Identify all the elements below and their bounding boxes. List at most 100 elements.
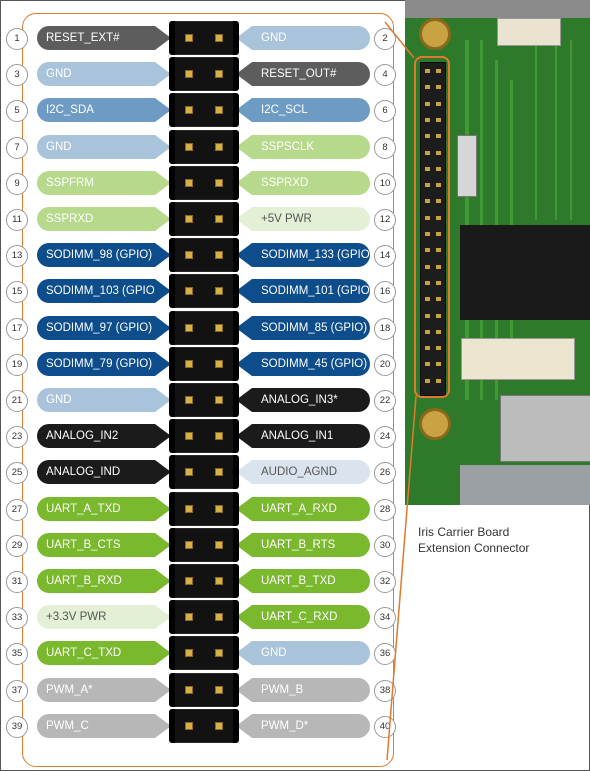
pin-label-left: SSPFRM bbox=[37, 170, 171, 195]
header-pin bbox=[215, 359, 223, 368]
board-socket bbox=[460, 225, 590, 320]
header-pin bbox=[215, 432, 223, 441]
pin-label-left: GND bbox=[37, 388, 171, 412]
pin-label-right: UART_A_RXD bbox=[236, 496, 370, 521]
pin-label-left: RESET_EXT# bbox=[37, 26, 171, 50]
pin-number-right: 36 bbox=[374, 643, 396, 666]
pin-label-left: I2C_SDA bbox=[37, 98, 171, 123]
pin-label-right: SODIMM_45 (GPIO) bbox=[236, 351, 370, 376]
header-pin bbox=[185, 34, 193, 42]
pin-label-left: PWM_C bbox=[37, 713, 171, 738]
photo-connector-pin bbox=[436, 232, 441, 236]
pin-label-right: UART_C_RXD bbox=[236, 605, 370, 630]
photo-connector-pin bbox=[436, 150, 441, 155]
photo-connector-pin bbox=[425, 199, 430, 204]
pin-number-right: 14 bbox=[374, 245, 396, 268]
pin-number-right: 12 bbox=[374, 209, 396, 231]
header-pin bbox=[185, 721, 193, 730]
pin-number-left: 35 bbox=[6, 643, 28, 666]
header-pin bbox=[215, 142, 223, 151]
pin-number-left: 27 bbox=[6, 498, 28, 521]
pin-label-left: PWM_A* bbox=[37, 677, 171, 702]
photo-connector-pin bbox=[436, 264, 441, 269]
photo-connector-pin bbox=[436, 85, 441, 90]
photo-connector-pin bbox=[436, 117, 441, 122]
photo-connector-pin bbox=[436, 346, 441, 351]
header-pin bbox=[215, 287, 223, 296]
photo-connector-pin bbox=[425, 166, 430, 171]
pin-number-right: 20 bbox=[374, 353, 396, 376]
pin-label-right: AUDIO_AGND bbox=[236, 460, 370, 485]
pin-number-left: 1 bbox=[6, 28, 28, 50]
caption-line-1: Iris Carrier Board bbox=[418, 525, 510, 539]
pin-label-left: GND bbox=[37, 134, 171, 159]
photo-connector-pin bbox=[425, 297, 430, 302]
header-pin-pair bbox=[169, 202, 239, 236]
photo-connector-pin bbox=[425, 117, 430, 122]
header-pin bbox=[215, 613, 223, 622]
header-pin bbox=[215, 178, 223, 187]
board-port bbox=[500, 395, 590, 462]
photo-connector-pin bbox=[436, 199, 441, 204]
pin-number-left: 7 bbox=[6, 136, 28, 159]
pin-number-left: 5 bbox=[6, 100, 28, 123]
photo-connector-pin bbox=[425, 280, 430, 285]
photo-connector-pin bbox=[425, 232, 430, 236]
header-pin bbox=[215, 540, 223, 549]
board-component bbox=[457, 135, 477, 197]
header-pin bbox=[185, 396, 193, 404]
photo-connector-pin bbox=[436, 215, 441, 220]
pin-label-left: UART_B_CTS bbox=[37, 532, 171, 557]
photo-connector-pin bbox=[436, 166, 441, 171]
header-pin-pair bbox=[169, 129, 239, 164]
photo-connector-pin bbox=[425, 362, 430, 367]
header-pin bbox=[185, 577, 193, 585]
photo-connector-pin bbox=[436, 362, 441, 367]
pin-label-right: UART_B_RTS bbox=[236, 532, 370, 557]
pin-number-right: 6 bbox=[374, 100, 396, 123]
pin-number-right: 38 bbox=[374, 679, 396, 702]
photo-connector-pin bbox=[425, 134, 430, 139]
photo-connector-pin bbox=[436, 313, 441, 318]
header-pin bbox=[185, 432, 193, 441]
board-photo-edge bbox=[405, 0, 590, 18]
header-pin bbox=[215, 685, 223, 694]
extension-connector-photo bbox=[420, 62, 446, 396]
pin-label-right: GND bbox=[236, 26, 370, 50]
pin-number-right: 2 bbox=[374, 28, 396, 50]
pin-label-right: PWM_B bbox=[236, 677, 370, 702]
pin-number-right: 8 bbox=[374, 136, 396, 159]
header-pin bbox=[185, 685, 193, 694]
header-pin bbox=[215, 215, 223, 223]
header-pin-pair bbox=[169, 564, 239, 598]
pin-number-left: 29 bbox=[6, 534, 28, 557]
photo-connector-pin bbox=[436, 183, 441, 188]
header-pin bbox=[185, 287, 193, 296]
pin-number-right: 18 bbox=[374, 317, 396, 340]
header-pin bbox=[185, 70, 193, 79]
photo-connector-pin bbox=[425, 264, 430, 269]
pin-number-right: 4 bbox=[374, 64, 396, 87]
pin-row: 1 2 RESET_EXT# GND bbox=[0, 20, 590, 56]
pin-label-left: +3.3V PWR bbox=[37, 605, 171, 630]
photo-connector-pin bbox=[436, 248, 441, 253]
header-pin bbox=[185, 504, 193, 513]
board-connector bbox=[497, 18, 561, 46]
pin-label-left: GND bbox=[37, 62, 171, 87]
header-pin-pair bbox=[169, 672, 239, 707]
photo-connector-pin bbox=[425, 85, 430, 90]
mounting-hole bbox=[419, 408, 451, 440]
photo-connector-pin bbox=[436, 101, 441, 106]
pin-label-right: SSPRXD bbox=[236, 170, 370, 195]
pin-number-right: 34 bbox=[374, 607, 396, 630]
pin-number-left: 19 bbox=[6, 353, 28, 376]
header-pin bbox=[215, 468, 223, 477]
